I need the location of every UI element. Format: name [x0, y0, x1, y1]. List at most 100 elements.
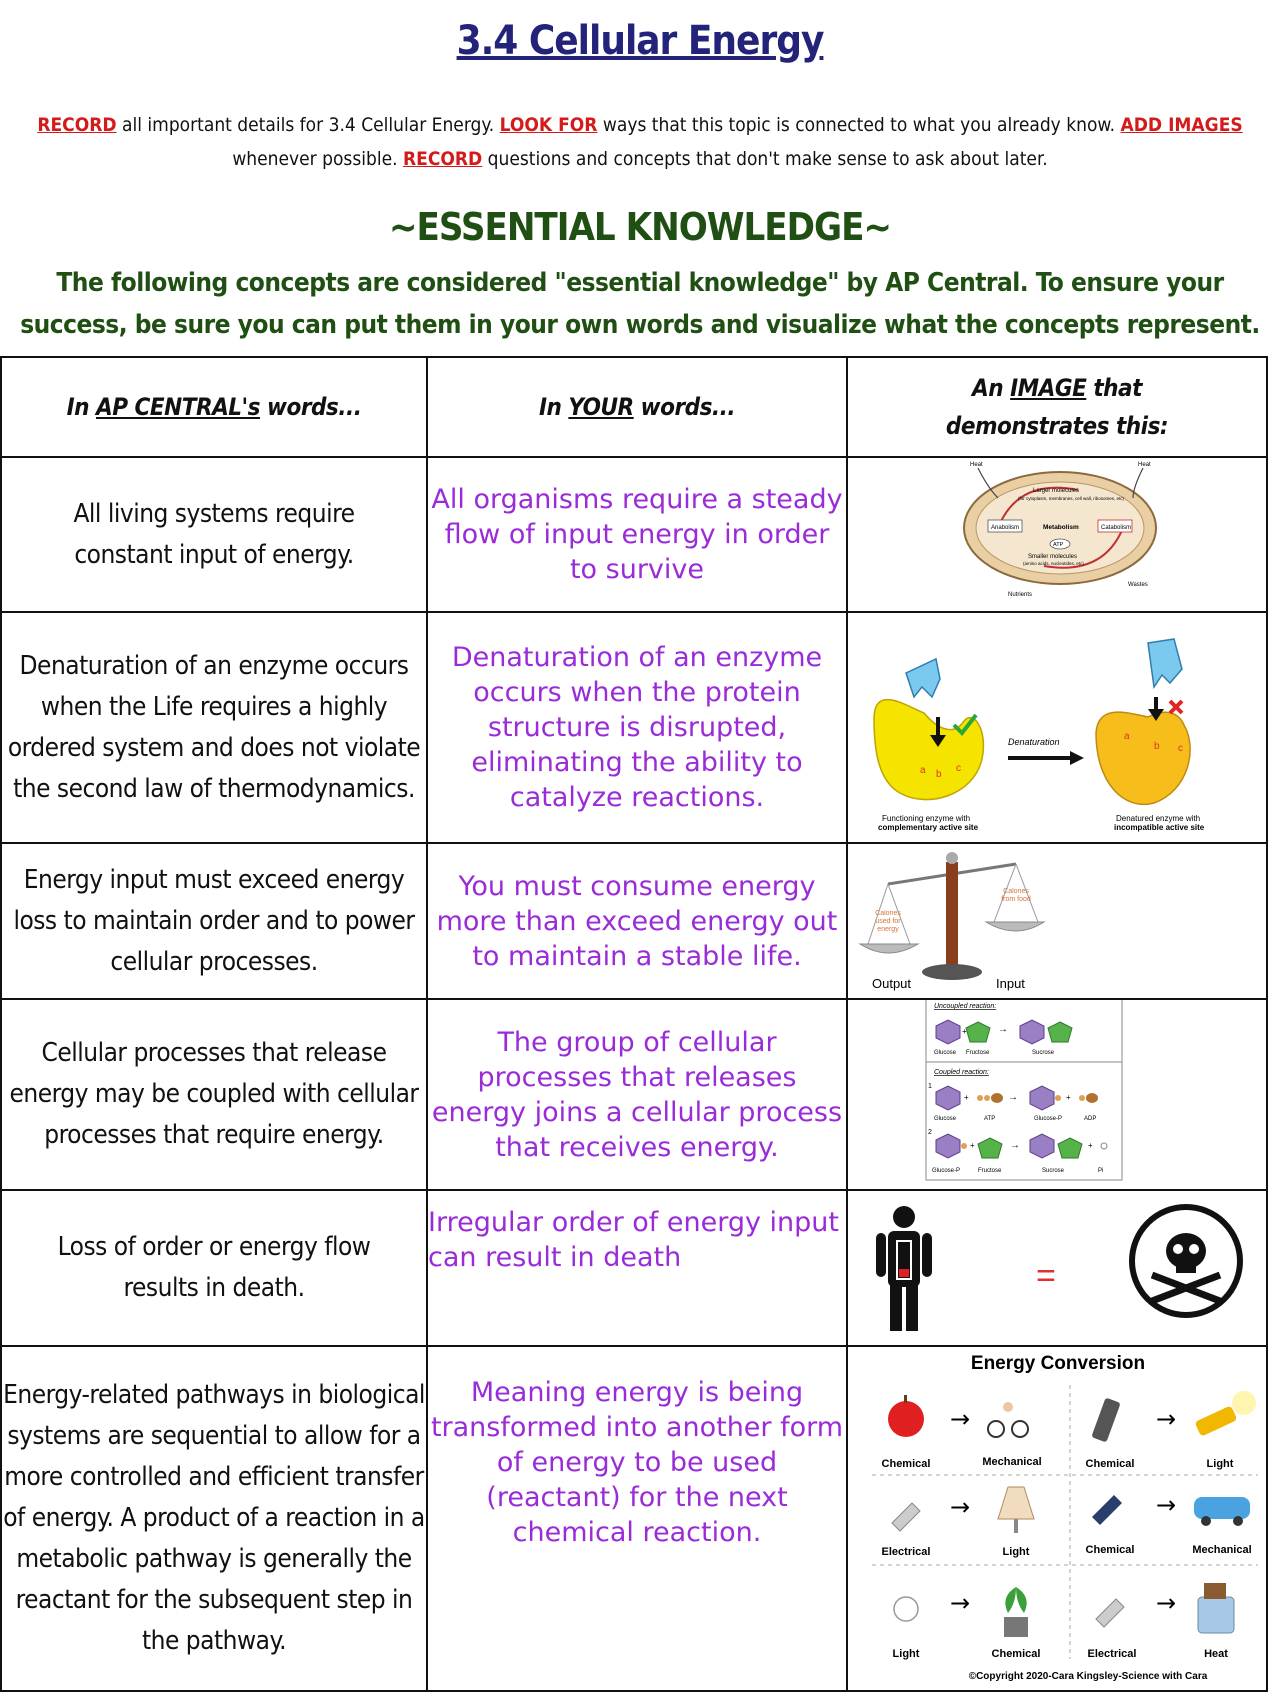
your-words-text: You must consume energy more than exceed… — [426, 842, 848, 1000]
check-icon — [952, 713, 978, 737]
arrow: → — [1010, 1140, 1020, 1151]
pair-to-label: Mechanical — [982, 1456, 1041, 1468]
anabolism-path — [997, 486, 1079, 529]
plus-sign: + — [970, 1141, 975, 1150]
table-row: Energy input must exceed energy loss to … — [0, 842, 1268, 1000]
pair-to-label: Light — [1003, 1546, 1030, 1558]
intro-text: whenever possible. — [232, 148, 403, 170]
flashlight-icon — [1195, 1406, 1237, 1436]
site-a: a — [920, 765, 926, 776]
sun-icon — [893, 1596, 919, 1622]
scale-svg: Calories used for energy Calories from f… — [849, 845, 1048, 993]
table-row: All living systems require constant inpu… — [0, 456, 1268, 613]
fuel-nozzle-icon — [1092, 1495, 1122, 1525]
copyright-text: ©Copyright 2020-Cara Kingsley-Science wi… — [969, 1671, 1208, 1682]
glucose-hex — [935, 1019, 961, 1045]
table-row: Energy-related pathways in biological sy… — [0, 1345, 1268, 1692]
site-b: b — [1154, 741, 1160, 752]
apple-icon — [888, 1401, 924, 1437]
pair-from-label: Chemical — [1086, 1458, 1135, 1470]
left-pan — [858, 943, 920, 954]
plus-sign: + — [962, 1027, 967, 1036]
denaturation-label: Denaturation — [1008, 737, 1060, 747]
coupled-svg: Uncoupled reaction: + → Glucose Fructose… — [925, 1001, 1123, 1181]
toaster-icon — [1197, 1596, 1235, 1634]
output-label: Output — [872, 976, 911, 991]
add-images-keyword: ADD IMAGES — [1120, 114, 1243, 136]
arrow: → — [950, 1405, 970, 1433]
denatured-caption: incompatible active site — [1114, 823, 1205, 832]
site-c: c — [1178, 743, 1183, 754]
pair-to-label: Mechanical — [1192, 1544, 1251, 1556]
lamp-icon — [997, 1486, 1035, 1520]
catabolism-label: Catabolism — [1101, 525, 1131, 531]
header-your-words: In YOUR words... — [426, 356, 848, 458]
ap-central-text: Energy input must exceed energy loss to … — [0, 842, 428, 1000]
right-pan — [984, 921, 1046, 932]
step-number: 1 — [928, 1083, 932, 1090]
scale-pole — [946, 862, 958, 970]
your-words-text: Irregular order of energy input can resu… — [426, 1189, 848, 1347]
wastes-label: Wastes — [1128, 582, 1148, 588]
intro-text: ways that this topic is connected to wha… — [597, 114, 1121, 136]
denatured-caption: Denatured enzyme with — [1116, 814, 1200, 823]
battery-icon — [1092, 1398, 1120, 1442]
plus-sign: + — [1088, 1141, 1093, 1150]
equals-sign: = — [1036, 1257, 1056, 1295]
arrow: → — [998, 1024, 1008, 1035]
arrow: → — [1156, 1589, 1176, 1617]
instructions: RECORD all important details for 3.4 Cel… — [20, 108, 1260, 176]
plant-icon — [1005, 1587, 1027, 1613]
intro-text: all important details for 3.4 Cellular E… — [116, 114, 500, 136]
enzyme-denatured — [1095, 711, 1191, 806]
table-row: Loss of order or energy flow results in … — [0, 1189, 1268, 1347]
pair-from-label: Chemical — [882, 1458, 931, 1470]
look-for-keyword: LOOK FOR — [499, 114, 598, 136]
arrow: → — [950, 1493, 970, 1521]
battery-icon — [896, 1240, 912, 1280]
ap-central-text: Loss of order or energy flow results in … — [0, 1189, 428, 1347]
record-keyword: RECORD — [402, 148, 483, 170]
plus-sign: + — [1066, 1093, 1071, 1102]
arrow: → — [1156, 1405, 1176, 1433]
site-b: b — [936, 769, 942, 780]
energy-balance-image: Calories used for energy Calories from f… — [846, 842, 1268, 1000]
energy-conversion-title: Energy Conversion — [971, 1353, 1145, 1374]
ap-central-text: Cellular processes that release energy m… — [0, 998, 428, 1191]
pair-from-label: Electrical — [882, 1546, 931, 1558]
left-pan-label: Calories used for energy — [875, 910, 901, 933]
coupled-reaction-diagram: Uncoupled reaction: + → Glucose Fructose… — [846, 998, 1268, 1191]
site-c: c — [956, 763, 961, 774]
anabolism-label: Anabolism — [991, 525, 1019, 531]
input-label: Input — [996, 976, 1025, 991]
adp-label: ADP — [1084, 1116, 1096, 1122]
pi-label: Pi — [1098, 1168, 1103, 1174]
nutrients-label: Nutrients — [1008, 592, 1032, 598]
pair-from-label: Electrical — [1088, 1648, 1137, 1660]
ap-central-text: Denaturation of an enzyme occurs when th… — [0, 611, 428, 844]
denaturation-svg: a b c Functioning enzyme with complement… — [873, 638, 1205, 832]
glucose-p-label: Glucose-P — [932, 1168, 960, 1174]
denaturation-diagram: a b c Functioning enzyme with complement… — [846, 611, 1268, 844]
small-molecules-detail: (amino acids, nucleotides, etc) — [1023, 561, 1084, 566]
fructose-label: Fructose — [978, 1168, 1002, 1174]
sucrose-label: Sucrose — [1032, 1050, 1055, 1056]
table-row: Denaturation of an enzyme occurs when th… — [0, 611, 1268, 844]
table-row: Cellular processes that release energy m… — [0, 998, 1268, 1191]
uncoupled-label: Uncoupled reaction: — [934, 1003, 996, 1010]
ap-central-text: Energy-related pathways in biological sy… — [0, 1345, 428, 1692]
essential-knowledge-heading: ~ESSENTIAL KNOWLEDGE~ — [388, 205, 892, 249]
fructose-label: Fructose — [966, 1050, 990, 1056]
large-molecules-detail: (for cytoplasm, membranes, cell wall, ri… — [1018, 496, 1125, 501]
glucose-p-label: Glucose-P — [1034, 1116, 1062, 1122]
intro-text: questions and concepts that don't make s… — [482, 148, 1048, 170]
atp-label: ATP — [984, 1116, 995, 1122]
essential-knowledge-subtitle: The following concepts are considered "e… — [20, 268, 1260, 340]
your-words-text: The group of cellular processes that rel… — [426, 998, 848, 1191]
cell-inner — [975, 481, 1145, 575]
sucrose-label: Sucrose — [1042, 1168, 1065, 1174]
glucose-label: Glucose — [934, 1050, 957, 1056]
coupled-label: Coupled reaction: — [934, 1069, 989, 1076]
header-ap-central: In AP CENTRAL's words... — [0, 356, 428, 458]
pair-to-label: Chemical — [992, 1648, 1041, 1660]
